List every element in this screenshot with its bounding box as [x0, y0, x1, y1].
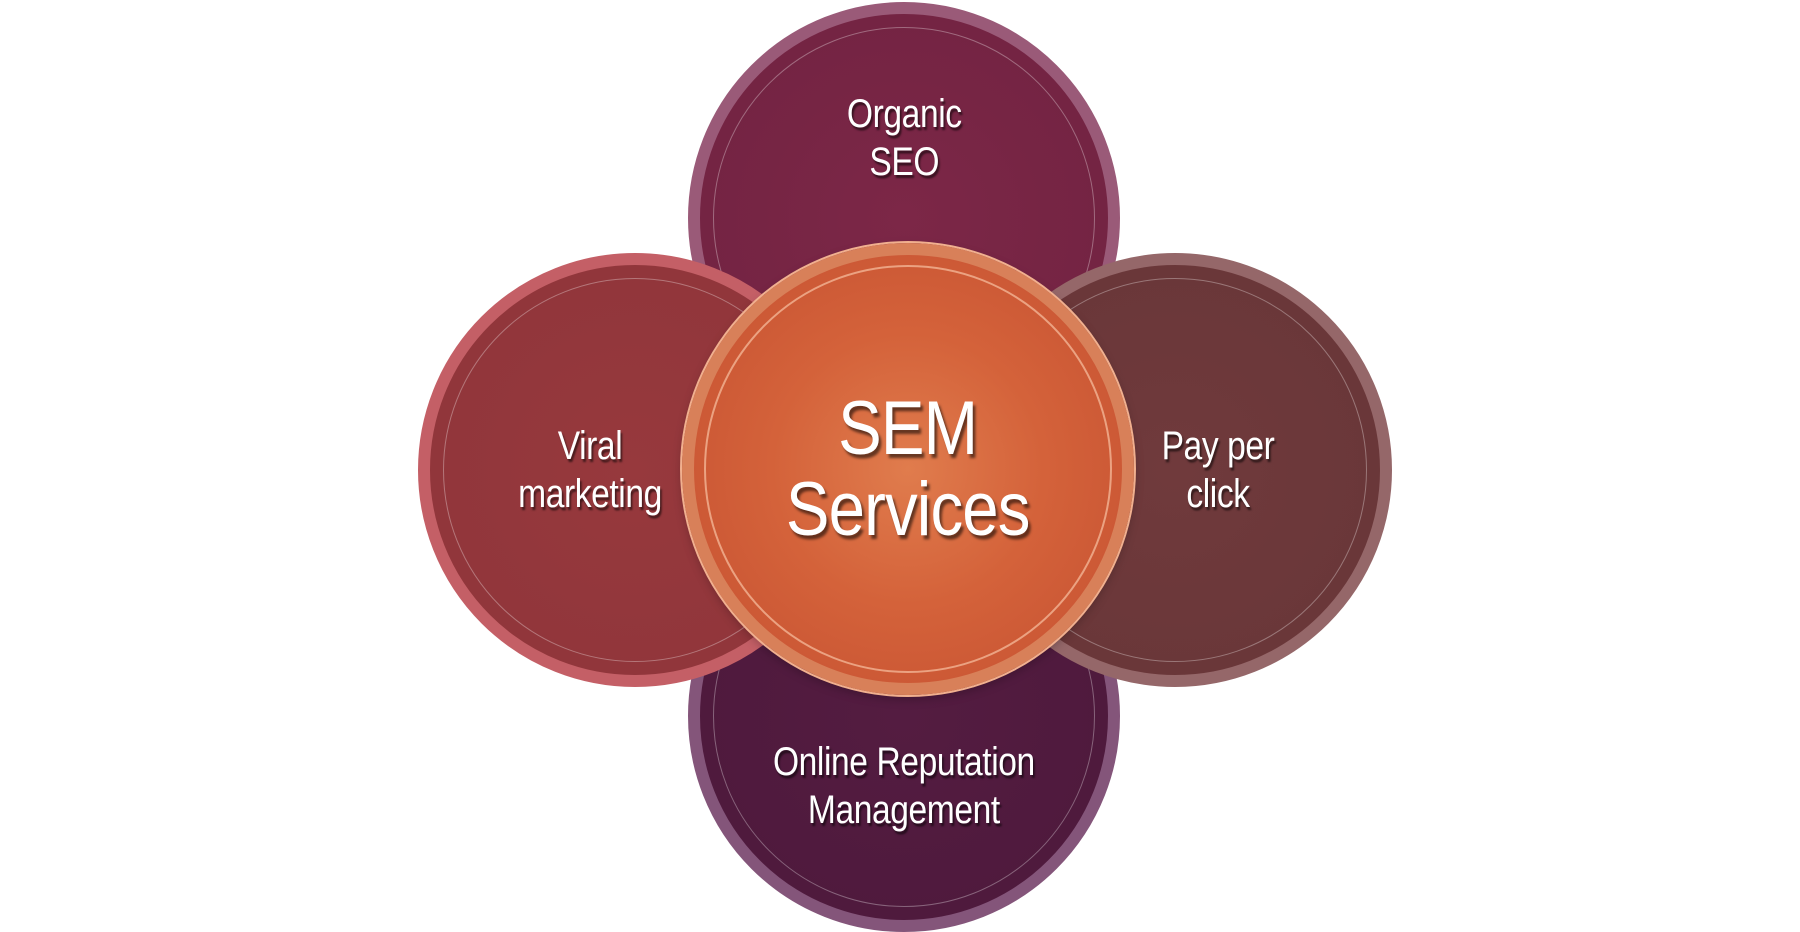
pay-per-click-line-2: click: [1186, 472, 1250, 516]
viral-marketing-line-2: marketing: [518, 472, 662, 516]
viral-marketing-line-1: Viral: [557, 424, 623, 468]
pay-per-click-label: Pay per click: [1134, 422, 1302, 518]
pay-per-click-line-1: Pay per: [1161, 424, 1275, 468]
online-reputation-management-label: Online Reputation Management: [773, 738, 1035, 834]
online-reputation-management-line-2: Management: [808, 788, 1000, 832]
sem-services-center-circle: SEM Services: [682, 243, 1134, 695]
viral-marketing-label: Viral marketing: [506, 422, 674, 518]
organic-seo-label: Organic SEO: [847, 90, 962, 186]
online-reputation-management-line-1: Online Reputation: [773, 740, 1035, 784]
sem-services-line-1: SEM: [838, 386, 978, 472]
sem-services-label: SEM Services: [786, 386, 1031, 552]
sem-services-line-2: Services: [786, 467, 1031, 552]
organic-seo-line-2: SEO: [869, 140, 939, 184]
organic-seo-line-1: Organic: [846, 92, 962, 136]
